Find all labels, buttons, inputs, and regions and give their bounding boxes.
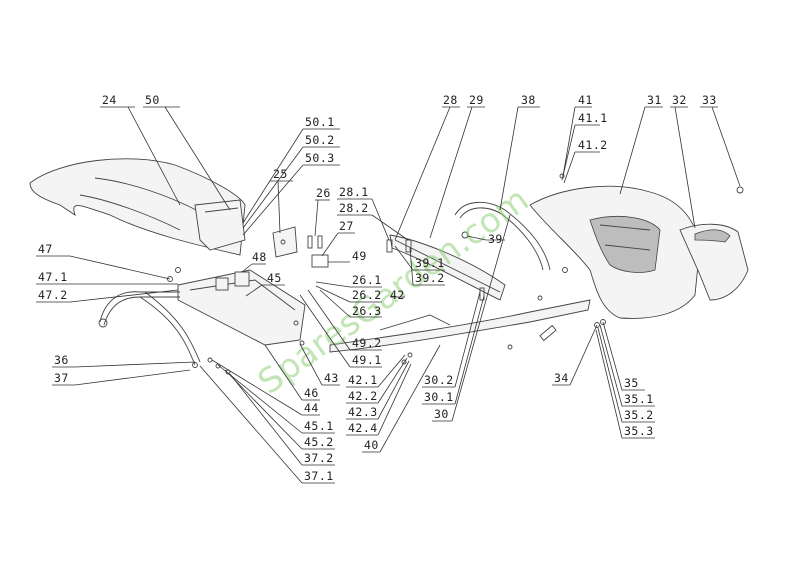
label-37-2: 37.2 (304, 451, 334, 465)
label-30-2: 30.2 (424, 373, 454, 387)
label-50-3: 50.3 (305, 151, 335, 165)
label-36: 36 (54, 353, 69, 367)
label-42-1: 42.1 (348, 373, 378, 387)
label-41-1: 41.1 (578, 111, 608, 125)
label-50: 50 (145, 93, 160, 107)
label-47-1: 47.1 (38, 270, 68, 284)
label-28: 28 (443, 93, 458, 107)
label-50-1: 50.1 (305, 115, 335, 129)
label-47: 47 (38, 242, 53, 256)
label-42-4: 42.4 (348, 421, 378, 435)
label-48: 48 (252, 250, 267, 264)
label-42: 42 (390, 288, 405, 302)
part-24-large-cover (29, 158, 246, 256)
label-28-2: 28.2 (339, 201, 369, 215)
label-45: 45 (267, 271, 282, 285)
label-44: 44 (304, 401, 319, 415)
label-35: 35 (624, 376, 639, 390)
label-32: 32 (672, 93, 687, 107)
part-31-rear-housing (529, 185, 701, 319)
label-49-2: 49.2 (352, 336, 382, 350)
label-39-1: 39.1 (415, 256, 445, 270)
label-50-2: 50.2 (305, 133, 335, 147)
label-27: 27 (339, 219, 354, 233)
label-30-1: 30.1 (424, 390, 454, 404)
label-24: 24 (102, 93, 117, 107)
label-38: 38 (521, 93, 536, 107)
label-47-2: 47.2 (38, 288, 68, 302)
label-30: 30 (434, 407, 449, 421)
label-41: 41 (578, 93, 593, 107)
label-33: 33 (702, 93, 717, 107)
part-29-side-frame (389, 234, 506, 301)
part-46-panel (177, 269, 306, 346)
part-25-small-plate (272, 226, 298, 258)
label-42-2: 42.2 (348, 389, 378, 403)
part-50-bracket-plate (194, 199, 246, 251)
label-26-1: 26.1 (352, 273, 382, 287)
leader-lines (36, 106, 741, 484)
part-48-block (215, 271, 250, 291)
label-35-3: 35.3 (624, 424, 654, 438)
part-40-long-rod (329, 299, 591, 353)
label-49: 49 (352, 249, 367, 263)
label-25: 25 (273, 167, 288, 181)
label-29: 29 (469, 93, 484, 107)
label-46: 46 (304, 386, 319, 400)
part-38-handle-bar (454, 201, 551, 271)
part-number-labels: 24 50 50.1 50.2 50.3 25 26 28.1 28.2 27 … (38, 93, 717, 483)
label-39-2: 39.2 (415, 271, 445, 285)
label-35-2: 35.2 (624, 408, 654, 422)
label-26-3: 26.3 (352, 304, 382, 318)
label-31: 31 (647, 93, 662, 107)
small-fasteners (167, 173, 744, 375)
label-45-1: 45.1 (304, 419, 334, 433)
label-39: 39 (488, 232, 503, 246)
label-28-1: 28.1 (339, 185, 369, 199)
label-35-1: 35.1 (624, 392, 654, 406)
label-34: 34 (554, 371, 569, 385)
label-45-2: 45.2 (304, 435, 334, 449)
label-42-3: 42.3 (348, 405, 378, 419)
label-40: 40 (364, 438, 379, 452)
label-37: 37 (54, 371, 69, 385)
label-37-1: 37.1 (304, 469, 334, 483)
label-49-1: 49.1 (352, 353, 382, 367)
part-32-flap (679, 223, 749, 301)
label-26-2: 26.2 (352, 288, 382, 302)
label-43: 43 (324, 371, 339, 385)
label-41-2: 41.2 (578, 138, 608, 152)
label-26: 26 (316, 186, 331, 200)
